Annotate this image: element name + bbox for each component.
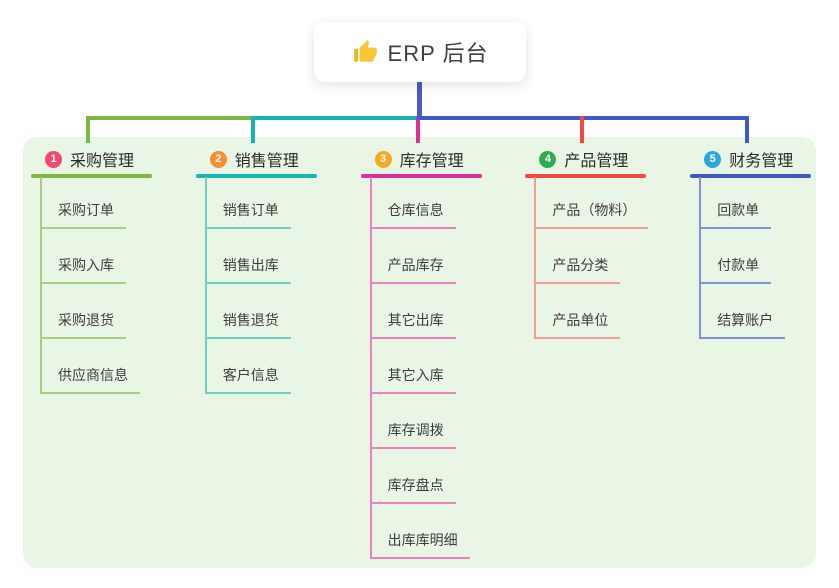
subitem-node[interactable]: 供应商信息 <box>58 367 128 383</box>
subitem-node[interactable]: 产品分类 <box>552 257 609 273</box>
branch-title-label: 财务管理 <box>729 153 794 170</box>
branch-title-label: 销售管理 <box>234 153 299 170</box>
subitem-node[interactable]: 客户信息 <box>222 367 279 383</box>
root-label: ERP 后台 <box>387 41 489 66</box>
branch-title-label: 库存管理 <box>399 153 464 170</box>
subitem-node[interactable]: 销售出库 <box>222 257 279 273</box>
subitem-node[interactable]: 销售退货 <box>222 312 279 328</box>
root-node[interactable]: ERP 后台 <box>314 22 526 82</box>
connector-horizontal <box>417 116 750 120</box>
branch-badge: 5 <box>704 150 722 168</box>
subitem-node[interactable]: 采购订单 <box>58 202 114 218</box>
subitem-node[interactable]: 付款单 <box>717 257 760 273</box>
thumbs-up-icon <box>352 39 378 65</box>
subitem-node[interactable]: 产品库存 <box>387 257 444 273</box>
branch-badge: 3 <box>374 150 392 168</box>
subitem-node[interactable]: 产品（物料） <box>552 202 637 218</box>
subitem-node[interactable]: 仓库信息 <box>387 202 444 218</box>
branch-node[interactable]: 4 产品管理 <box>539 148 628 170</box>
branch-title-label: 产品管理 <box>564 153 629 170</box>
subitem-node[interactable]: 库存盘点 <box>387 477 444 493</box>
branch-badge: 2 <box>209 150 227 168</box>
branch-badge: 4 <box>539 150 557 168</box>
branch-node[interactable]: 2 销售管理 <box>209 148 299 170</box>
subitem-node[interactable]: 其它出库 <box>387 312 444 328</box>
branch-node[interactable]: 3 库存管理 <box>374 148 464 170</box>
subitem-node[interactable]: 结算账户 <box>717 312 774 328</box>
connector-root-line <box>416 82 422 120</box>
branch-node[interactable]: 1 采购管理 <box>45 148 134 170</box>
subitem-node[interactable]: 销售订单 <box>222 202 279 218</box>
subitem-node[interactable]: 产品单位 <box>552 312 609 328</box>
branch-title-label: 采购管理 <box>70 153 135 170</box>
subitem-node[interactable]: 其它入库 <box>387 367 444 383</box>
branch-node[interactable]: 5 财务管理 <box>704 148 793 170</box>
connector-horizontal <box>417 116 585 120</box>
connector-horizontal <box>250 116 421 120</box>
branches-panel <box>23 137 816 568</box>
subitem-node[interactable]: 出库库明细 <box>387 532 458 548</box>
connector-horizontal <box>86 116 421 120</box>
subitem-node[interactable]: 采购退货 <box>58 312 114 328</box>
subitem-node[interactable]: 回款单 <box>717 202 760 218</box>
subitem-node[interactable]: 采购入库 <box>58 257 114 273</box>
branch-badge: 1 <box>45 150 62 168</box>
subitem-node[interactable]: 库存调拨 <box>387 422 444 438</box>
